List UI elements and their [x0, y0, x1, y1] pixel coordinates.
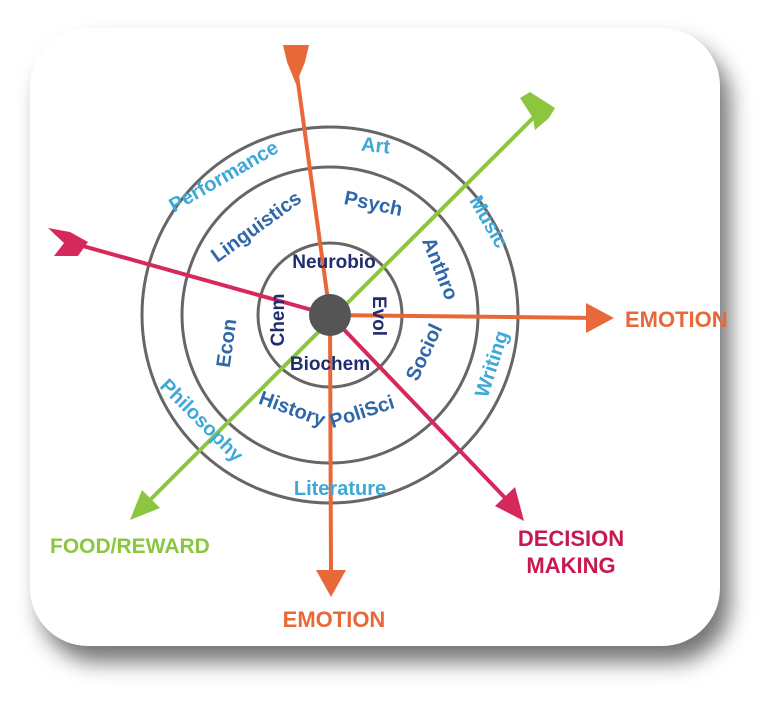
- axis-label-making: MAKING: [526, 553, 615, 578]
- label-evol: Evol: [368, 296, 389, 336]
- center-hub: [309, 294, 351, 336]
- axis-label-decision: DECISION: [518, 526, 624, 551]
- arrow-line-right: [329, 313, 601, 320]
- label-chem: Chem: [268, 294, 289, 347]
- label-neurobio: Neurobio: [292, 252, 375, 273]
- arrow-fletching-up: [283, 45, 309, 84]
- axis-label-emotion-bottom: EMOTION: [283, 607, 386, 632]
- arrow-line-crimson-left: [71, 241, 331, 317]
- label-biochem: Biochem: [290, 354, 370, 375]
- arrow-line-down: [328, 314, 333, 573]
- label-psych: Psych: [342, 187, 404, 221]
- label-polisci: PoliSci: [327, 392, 397, 434]
- axis-label-emotion-right: EMOTION: [625, 307, 728, 332]
- label-econ: Econ: [213, 317, 242, 368]
- arrow-fletching-crimson: [48, 228, 88, 256]
- label-anthro: Anthro: [417, 234, 462, 303]
- label-performance: Performance: [166, 137, 283, 217]
- arrow-line-up: [294, 67, 332, 316]
- arrow-fletching-green: [520, 92, 555, 130]
- label-art: Art: [360, 134, 391, 159]
- label-history: History: [256, 387, 329, 432]
- label-sociol: Sociol: [402, 321, 447, 385]
- arrow-head-right: [586, 303, 614, 333]
- label-literature: Literature: [294, 478, 386, 500]
- arrow-head-down: [316, 570, 346, 597]
- label-music: Music: [464, 192, 511, 252]
- arrow-line-crimson-right: [328, 313, 512, 505]
- arrow-head-crimson: [495, 487, 524, 521]
- arrow-head-green: [130, 490, 160, 520]
- axis-label-food-reward: FOOD/REWARD: [50, 535, 210, 558]
